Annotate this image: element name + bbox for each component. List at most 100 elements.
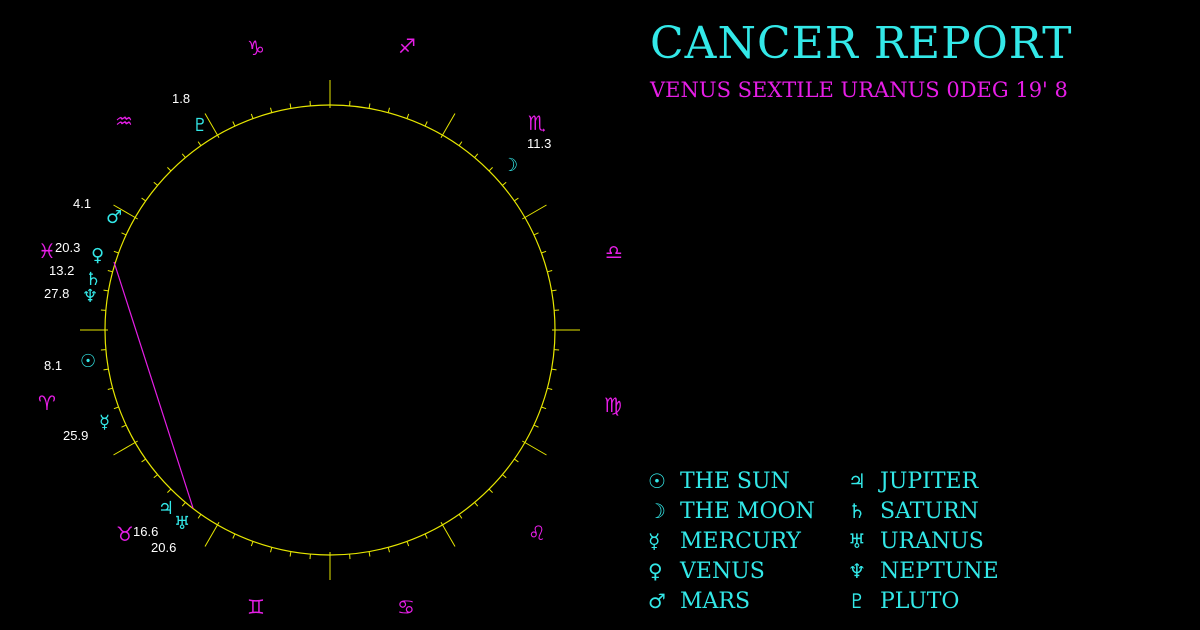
degree-ticks — [80, 80, 580, 580]
sagittarius-icon: ♐ — [398, 34, 416, 58]
degree-tick — [113, 204, 138, 220]
neptune-degree-label: 27.8 — [44, 286, 69, 301]
planets: ♇ 1.8 ☽ 11.3 ♂ 4.1 ♀ 20.3 ♄ 13.2 ♆ 27.8 … — [44, 91, 551, 555]
legend-label: SATURN — [880, 498, 979, 524]
chart-wheel: ♑ ♐ ♏ ♎ ♍ ♌ ♋ ♊ ♉ ♈ ♓ ♒ ♇ 1.8 ☽ 11.3 ♂ 4… — [38, 34, 623, 619]
degree-tick — [551, 289, 557, 292]
uranus-degree-label: 20.6 — [151, 540, 176, 555]
leo-icon: ♌ — [528, 521, 546, 545]
neptune-icon: ♆ — [82, 286, 98, 307]
legend-item-moon: ☽ THE MOON — [648, 496, 848, 526]
legend-item-neptune: ♆NEPTUNE — [848, 556, 1048, 586]
degree-tick — [424, 533, 428, 539]
degree-tick — [250, 541, 254, 547]
degree-tick — [232, 121, 236, 127]
degree-tick — [103, 368, 109, 371]
degree-tick — [197, 514, 202, 519]
saturn-icon: ♄ — [848, 499, 866, 523]
degree-tick — [502, 474, 507, 479]
degree-tick — [440, 522, 456, 547]
degree-tick — [204, 522, 220, 547]
page-title: CANCER REPORT — [650, 18, 1073, 69]
degree-tick — [387, 547, 390, 553]
degree-tick — [121, 232, 127, 236]
degree-tick — [167, 167, 172, 172]
taurus-icon: ♉ — [116, 522, 134, 546]
legend-label: MARS — [680, 588, 751, 614]
degree-tick — [113, 406, 119, 410]
legend-label: THE MOON — [680, 498, 815, 524]
mars-icon: ♂ — [106, 207, 122, 228]
venus-icon: ♀ — [648, 559, 663, 583]
degree-tick — [270, 107, 273, 113]
degree-tick — [458, 141, 463, 146]
sun-icon: ☉ — [80, 351, 96, 372]
mars-icon: ♂ — [648, 589, 666, 613]
legend-item-jupiter: ♃ JUPITER — [848, 466, 1048, 496]
legend-item-sun: ☉ THE SUN — [648, 466, 848, 496]
legend-item-pluto: ♇PLUTO — [848, 586, 1048, 616]
degree-tick — [541, 406, 547, 410]
degree-tick — [474, 502, 479, 507]
mercury-degree-label: 25.9 — [63, 428, 88, 443]
degree-tick — [368, 103, 371, 109]
degree-tick — [103, 289, 109, 292]
degree-tick — [289, 103, 292, 109]
sun-icon: ☉ — [648, 469, 666, 493]
venus-degree-label: 20.3 — [55, 240, 80, 255]
jupiter-icon: ♃ — [848, 469, 866, 493]
capricorn-icon: ♑ — [247, 36, 265, 60]
legend-label: THE SUN — [680, 468, 790, 494]
wheel-ring — [104, 104, 556, 556]
degree-tick — [440, 113, 456, 138]
degree-tick — [107, 387, 113, 390]
legend-label: NEPTUNE — [880, 558, 999, 584]
degree-tick — [551, 368, 557, 371]
degree-tick — [368, 551, 371, 557]
moon-degree-label: 11.3 — [527, 136, 551, 151]
legend-item-saturn: ♄ SATURN — [848, 496, 1048, 526]
venus-icon: ♀ — [91, 245, 104, 266]
moon-icon: ☽ — [648, 499, 666, 523]
degree-tick — [424, 121, 428, 127]
degree-tick — [533, 424, 539, 428]
degree-tick — [289, 551, 292, 557]
degree-tick — [232, 533, 236, 539]
degree-tick — [113, 250, 119, 254]
degree-tick — [522, 204, 547, 220]
degree-tick — [488, 488, 493, 493]
legend-label: MERCURY — [680, 528, 801, 554]
degree-tick — [488, 167, 493, 172]
degree-tick — [547, 387, 553, 390]
pisces-icon: ♓ — [38, 239, 56, 263]
cancer-icon: ♋ — [397, 595, 415, 619]
legend-label: JUPITER — [880, 468, 979, 494]
degree-tick — [458, 514, 463, 519]
legend-label: PLUTO — [880, 588, 960, 614]
saturn-degree-label: 13.2 — [49, 263, 74, 278]
legend-item-mars: ♂ MARS — [648, 586, 848, 616]
degree-tick — [541, 250, 547, 254]
degree-tick — [153, 474, 158, 479]
degree-tick — [533, 232, 539, 236]
jupiter-degree-label: 16.6 — [133, 524, 158, 539]
degree-tick — [406, 113, 410, 119]
degree-tick — [113, 440, 138, 456]
degree-tick — [197, 141, 202, 146]
aspect-subtitle: VENUS SEXTILE URANUS 0DEG 19' 8 — [650, 78, 1068, 102]
virgo-icon: ♍ — [604, 393, 622, 417]
degree-tick — [141, 197, 146, 202]
sun-degree-label: 8.1 — [44, 358, 62, 373]
aquarius-icon: ♒ — [115, 109, 133, 133]
legend-label: URANUS — [880, 528, 984, 554]
degree-tick — [547, 270, 553, 273]
jupiter-icon: ♃ — [158, 498, 174, 519]
pluto-icon: ♇ — [192, 115, 208, 136]
mercury-icon: ☿ — [99, 412, 110, 433]
mercury-icon: ☿ — [648, 529, 661, 553]
degree-tick — [181, 153, 186, 158]
legend-item-uranus: ♅URANUS — [848, 526, 1048, 556]
pluto-degree-label: 1.8 — [172, 91, 190, 106]
aspect-line — [113, 261, 194, 509]
degree-tick — [204, 113, 220, 138]
